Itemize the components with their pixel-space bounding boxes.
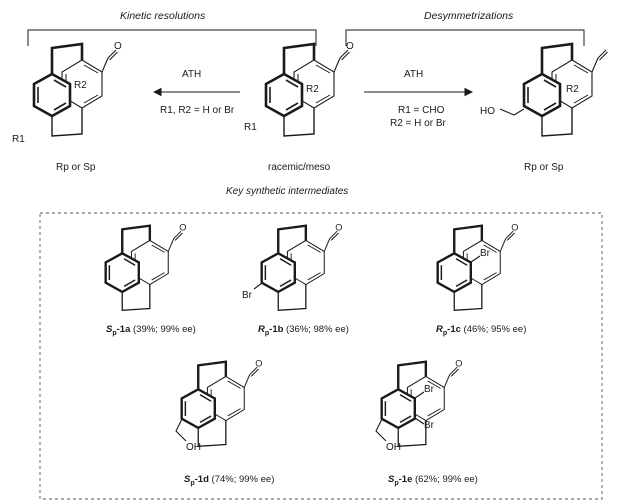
compound-1b-br-bond xyxy=(253,282,263,290)
compound-1d-structure xyxy=(180,358,263,448)
left-r2-label: R2 xyxy=(74,80,87,91)
kinetic-header: Kinetic resolutions xyxy=(120,10,206,22)
compound-1d-oh: OH xyxy=(186,442,201,453)
compound-1b-br: Br xyxy=(242,290,252,301)
compound-caption-1d: Sp-1d (74%; 99% ee) xyxy=(184,474,275,487)
compound-1e-structure xyxy=(380,358,463,448)
compound-1c-br-bond xyxy=(470,255,481,263)
compound-1a-structure xyxy=(104,222,187,312)
right-r2-label: R2 xyxy=(566,84,579,95)
compound-caption-1b: Rp-1b (36%; 98% ee) xyxy=(258,324,349,337)
left-substituents: R1, R2 = H or Br xyxy=(160,105,235,116)
kinetic-bracket xyxy=(27,29,317,46)
center-r1-label: R1 xyxy=(244,122,257,133)
right-substituents-1: R1 = CHO xyxy=(398,105,445,116)
compound-caption-1a: Sp-1a (39%; 99% ee) xyxy=(106,324,196,337)
compound-caption-1c: Rp-1c (46%; 95% ee) xyxy=(436,324,527,337)
right-product-label: Rp or Sp xyxy=(524,162,564,173)
desym-header: Desymmetrizations xyxy=(424,10,514,22)
intermediates-panel xyxy=(39,212,603,500)
compound-caption-1e: Sp-1e (62%; 99% ee) xyxy=(388,474,478,487)
compound-1c-br: Br xyxy=(480,248,490,259)
compound-1e-oh: OH xyxy=(386,442,401,453)
compound-1d-arm xyxy=(175,418,187,442)
right-ho-label: HO xyxy=(480,106,495,117)
center-label: racemic/meso xyxy=(268,162,331,173)
right-reagent: ATH xyxy=(404,69,424,80)
compound-1e-br2-bond xyxy=(414,417,425,425)
center-r2-label: R2 xyxy=(306,84,319,95)
compound-1e-br-1: Br xyxy=(424,384,434,395)
compound-1b-structure xyxy=(260,222,343,312)
desym-bracket xyxy=(345,29,585,46)
right-substituents-2: R2 = H or Br xyxy=(390,118,446,129)
compound-1e-br-2: Br xyxy=(424,420,434,431)
compound-1c-structure xyxy=(436,222,519,312)
left-r1-label: R1 xyxy=(12,134,25,145)
compound-1e-arm xyxy=(375,418,387,442)
right-hydroxymethyl xyxy=(499,108,525,116)
left-product-label: Rp or Sp xyxy=(56,162,96,173)
compound-1e-br1-bond xyxy=(414,391,425,399)
panel-title: Key synthetic intermediates xyxy=(226,186,349,197)
left-reagent: ATH xyxy=(182,69,202,80)
